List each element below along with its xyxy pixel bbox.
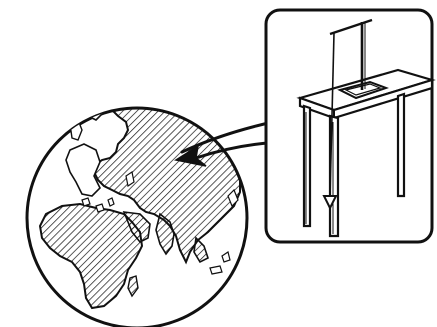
islands-east bbox=[210, 266, 222, 274]
island-1 bbox=[82, 198, 90, 206]
globe bbox=[27, 96, 247, 327]
leg-back-right bbox=[398, 94, 404, 196]
leg-front-left bbox=[304, 106, 310, 226]
inset-frame bbox=[266, 10, 432, 242]
inset bbox=[266, 10, 432, 242]
ireland bbox=[58, 124, 66, 134]
island-2 bbox=[96, 204, 104, 212]
